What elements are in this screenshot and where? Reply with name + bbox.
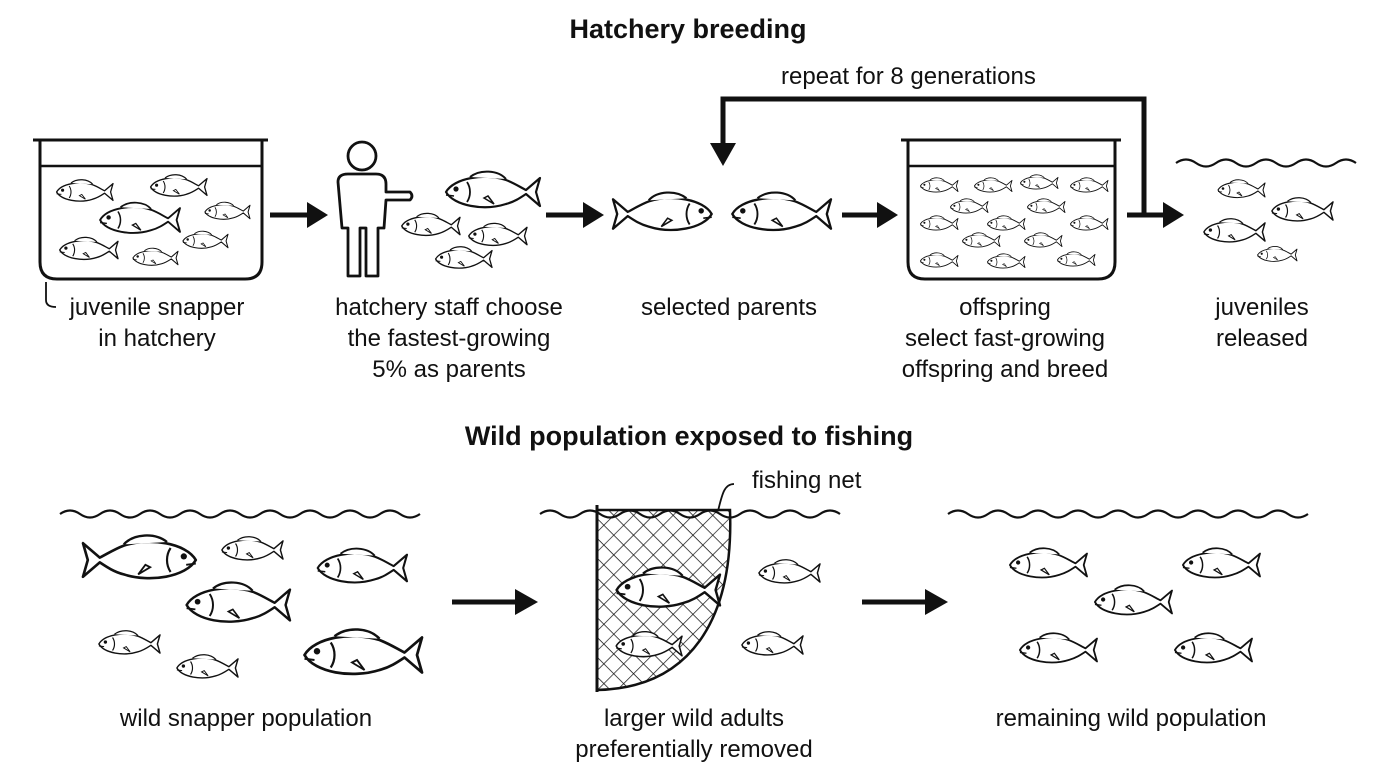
water-surface [59, 509, 421, 519]
juvenile-fish-group [55, 174, 251, 266]
hatchery-staff-icon [336, 140, 414, 278]
flow-arrow [842, 202, 898, 228]
step-caption-remaining-population: remaining wild population [995, 705, 1267, 732]
flow-arrow [270, 202, 328, 228]
escaping-fish-group [741, 559, 821, 656]
wild-section-title: Wild population exposed to fishing [464, 421, 914, 451]
net-pointer-line [717, 483, 735, 512]
tank-pointer-line [45, 282, 57, 308]
hatchery-section-title: Hatchery breeding [569, 14, 807, 44]
repeat-loop-arrow [710, 96, 1147, 215]
step-caption-juvenile-snapper: juvenile snapper in hatchery [69, 294, 245, 352]
water-surface [947, 509, 1309, 519]
flow-arrow [546, 202, 604, 228]
flow-arrow [452, 589, 538, 615]
wild-fish-group [81, 534, 424, 679]
fishing-net-label: fishing net [752, 467, 862, 494]
step-caption-larger-adults-removed: larger wild adults preferentially remove… [575, 705, 813, 763]
fishing-net-icon [595, 505, 732, 692]
step-caption-juveniles-released: juveniles released [1215, 294, 1309, 352]
remaining-fish-group [1009, 547, 1261, 664]
offspring-tank-icon [901, 138, 1121, 281]
loop-label: repeat for 8 generations [781, 63, 1036, 90]
flow-arrow [862, 589, 948, 615]
selected-parent-fish-pair [611, 191, 833, 232]
candidate-fish-group [401, 170, 542, 269]
flow-arrow [1127, 202, 1184, 228]
released-fish-group [1203, 179, 1334, 262]
hatchery-tank-icon [33, 138, 268, 281]
step-caption-offspring: offspring select fast-growing offspring … [901, 294, 1109, 383]
step-caption-staff-choose: hatchery staff choose the fastest-growin… [335, 294, 563, 383]
water-surface [1175, 158, 1357, 168]
offspring-fish-group [919, 174, 1109, 269]
step-caption-selected-parents: selected parents [640, 294, 818, 321]
step-caption-wild-population: wild snapper population [119, 705, 373, 732]
